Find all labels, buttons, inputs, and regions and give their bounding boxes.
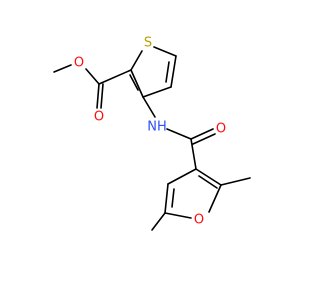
bond-amide-furan (190, 138, 197, 170)
bond-amide-carbonyl-double-a (190, 128, 214, 140)
bond-furan-c3-c2-inner (198, 175, 218, 189)
bond-thiophene-c5-c4 (170, 55, 177, 88)
furan-oxygen-label: O (194, 213, 204, 228)
bond-thiophene-c4-c3 (142, 86, 172, 98)
bond-thiophene-c3-c2-inner (129, 74, 139, 91)
amide-oxygen-label: O (216, 122, 226, 137)
bond-thiophene-nh (142, 96, 156, 118)
bond-thiophene-c3-c2 (130, 69, 144, 98)
bond-furan-c5-c4 (164, 183, 169, 214)
bond-carbonyl-thiophene (98, 69, 132, 85)
molecule-canvas: S O O NH O O (53, 35, 251, 231)
bond-ester-carbonyl-double-b (100, 83, 104, 109)
bond-thiophene-c5-c4-inner (165, 61, 170, 83)
bond-furan-c4-c3 (167, 168, 197, 185)
sulfur-atom-label: S (144, 36, 152, 51)
bond-furan-c5-c4-inner (171, 188, 175, 208)
bonds (53, 46, 251, 231)
bond-furan-o-c5 (164, 212, 192, 219)
molecule-structure-diagram: S O O NH O O (53, 36, 251, 231)
bond-amide-carbonyl-double-b (192, 133, 216, 145)
ester-ether-oxygen-label: O (74, 56, 84, 71)
bond-ester-carbonyl-double-a (96, 83, 100, 109)
bond-ester-o-carbonyl (85, 68, 100, 85)
bond-furan-c2-o (208, 184, 222, 213)
bond-furan-c5-methyl (151, 212, 166, 231)
ester-carbonyl-oxygen-label: O (94, 110, 104, 125)
bond-methyl-ester-o (53, 64, 72, 73)
bond-furan-c3-c2 (195, 168, 222, 186)
bond-thiophene-c2-s (130, 50, 143, 71)
bond-thiophene-s-c5 (153, 46, 177, 57)
atom-labels: S O O NH O O (74, 36, 226, 228)
amide-nh-label: NH (147, 120, 167, 135)
bond-nh-amide (166, 128, 192, 140)
bond-furan-c2-methyl (220, 177, 251, 186)
